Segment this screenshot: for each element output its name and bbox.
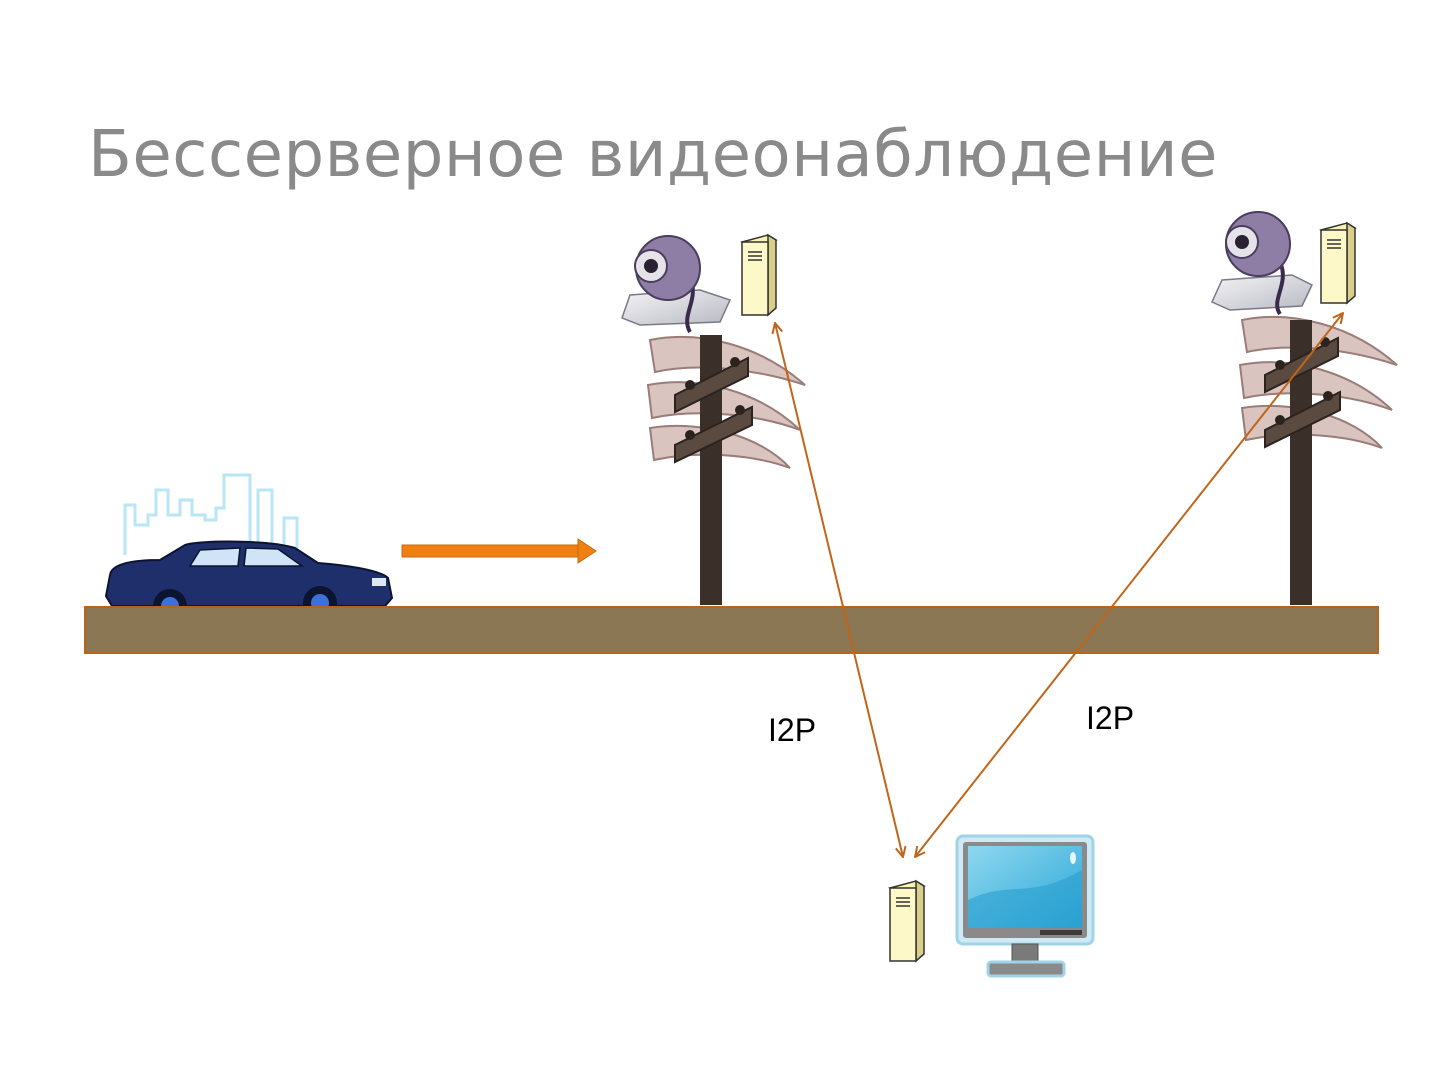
- server-tower-icon: [888, 879, 926, 963]
- i2p-link-line: [775, 323, 903, 857]
- link-label: I2P: [1086, 700, 1135, 736]
- i2p-link-line: [915, 313, 1343, 857]
- link-label: I2P: [768, 712, 817, 748]
- server-tower-icon: [1319, 221, 1357, 305]
- road: [84, 606, 1379, 654]
- motion-arrow: [401, 538, 597, 564]
- utility-pole-icon: [1238, 316, 1398, 605]
- city-skyline-icon: [123, 473, 299, 555]
- webcam-icon: [1211, 211, 1313, 316]
- utility-pole-icon: [646, 335, 806, 605]
- monitor-icon: [955, 834, 1095, 978]
- server-tower-icon: [740, 233, 778, 317]
- webcam-icon: [621, 235, 732, 334]
- slide-title: Бессерверное видеонаблюдение: [88, 118, 1218, 192]
